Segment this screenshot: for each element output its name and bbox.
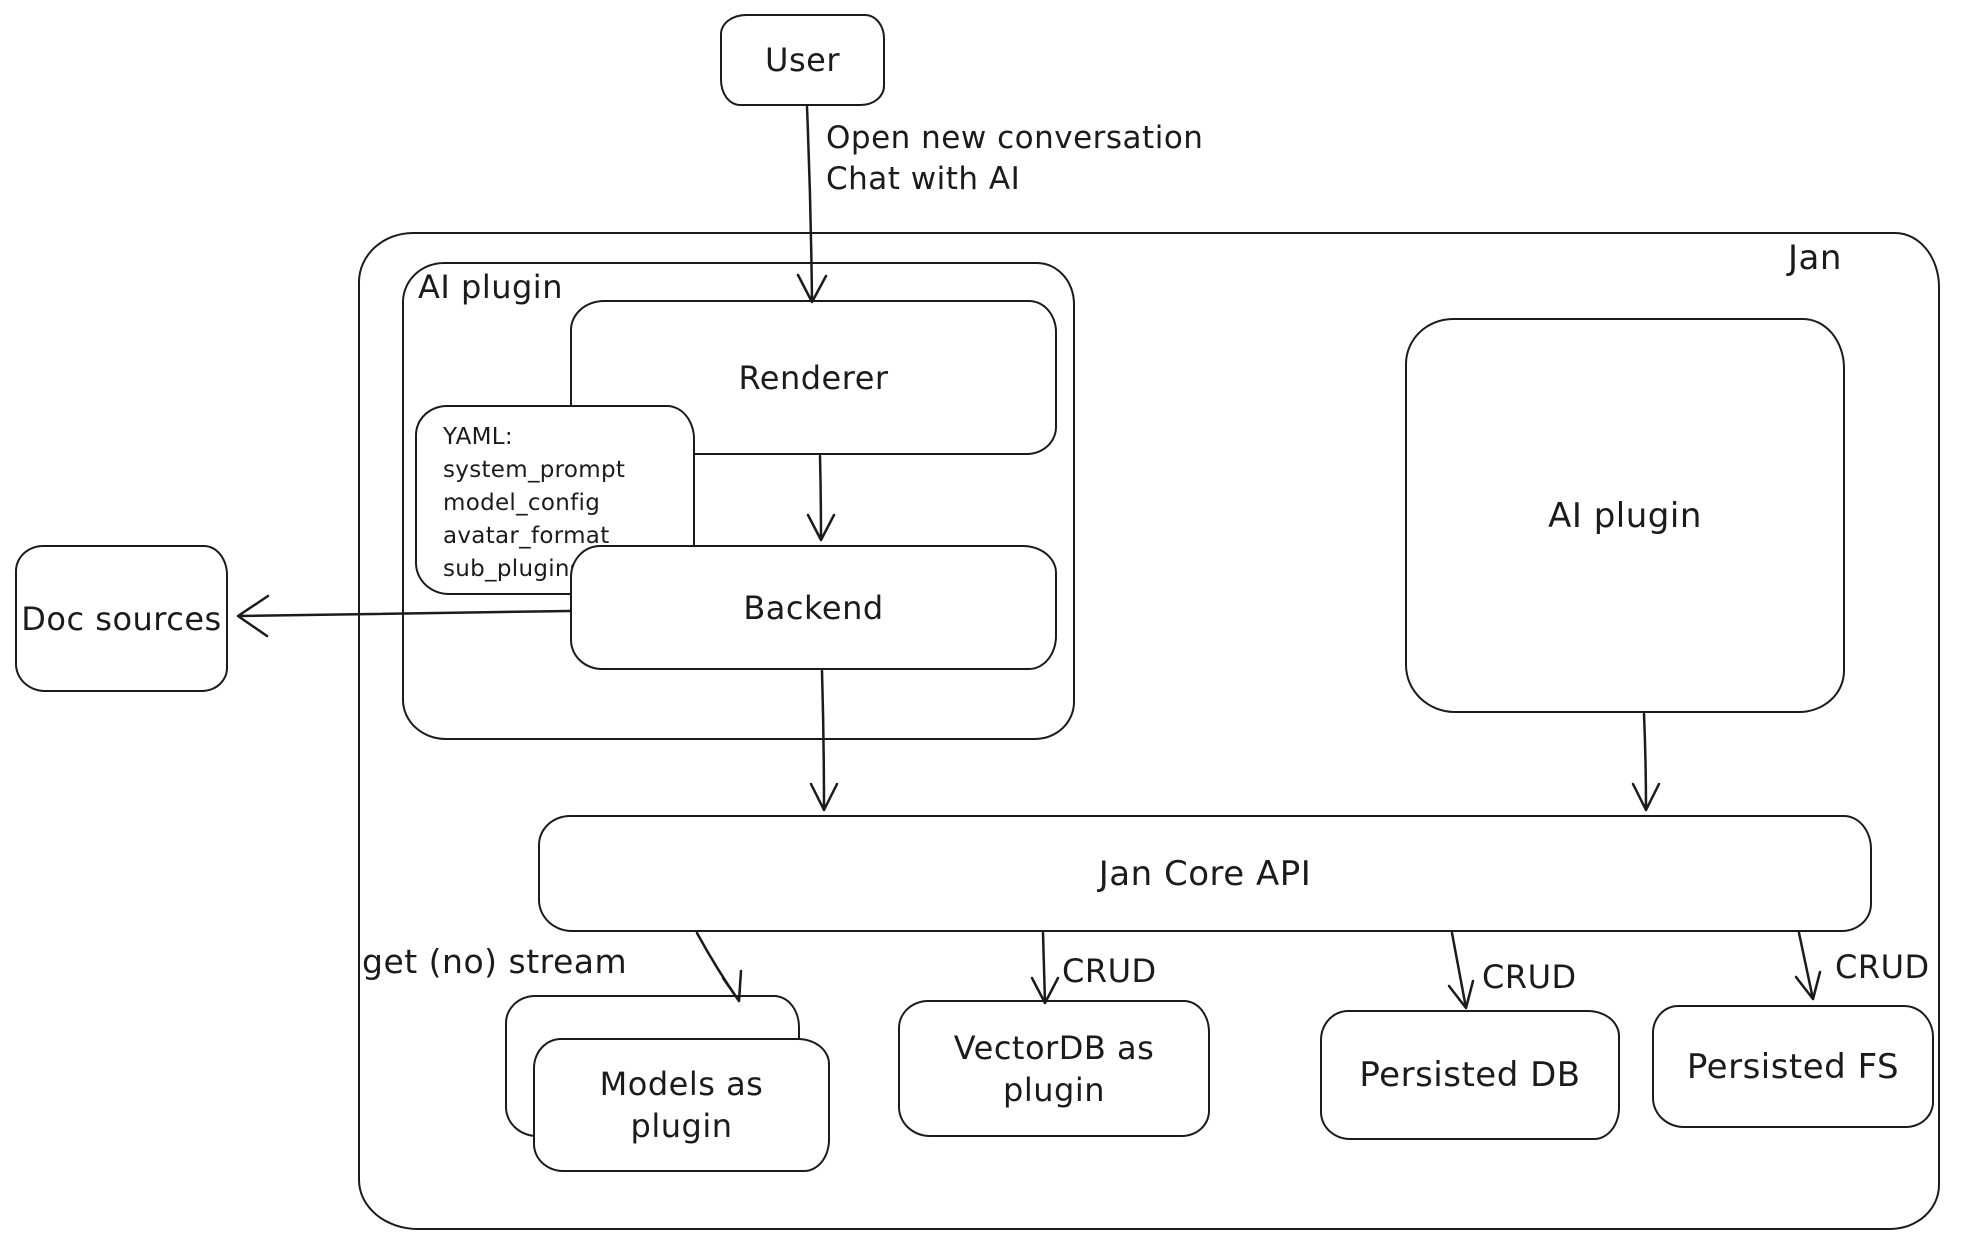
edge-label-user-flow-line1: Open new conversation <box>826 120 1204 156</box>
ai-plugin-left-container <box>402 262 1075 740</box>
edge-label-crud-persisted-fs: CRUD <box>1835 948 1930 986</box>
persisted-db-box: Persisted DB <box>1320 1010 1620 1140</box>
edge-label-user-flow-line2: Chat with AI <box>826 161 1021 197</box>
doc-sources-label: Doc sources <box>21 599 222 638</box>
jan-label: Jan <box>1788 238 1842 278</box>
yaml-note-line: sub_plugins <box>443 556 583 582</box>
doc-sources-box: Doc sources <box>15 545 228 692</box>
yaml-note-line: system_prompt <box>443 457 626 483</box>
backend-box: Backend <box>570 545 1057 670</box>
edge-label-get-no-stream: get (no) stream <box>362 942 628 981</box>
ai-plugin-right-box: AI plugin <box>1405 318 1845 713</box>
ai-plugin-left-label: AI plugin <box>418 268 563 306</box>
edge-label-crud-persisted-db: CRUD <box>1482 958 1577 996</box>
persisted-fs-label: Persisted FS <box>1686 1046 1900 1087</box>
yaml-note-line: model_config <box>443 490 601 516</box>
persisted-db-label: Persisted DB <box>1359 1055 1581 1095</box>
persisted-fs-box: Persisted FS <box>1652 1005 1934 1128</box>
edge-label-user-flow: Open new conversation Chat with AI <box>826 118 1203 200</box>
vectordb-box: VectorDB as plugin <box>898 1000 1210 1137</box>
backend-label: Backend <box>743 588 884 627</box>
user-box: User <box>720 14 885 106</box>
yaml-note-line: avatar_format <box>443 523 610 549</box>
jan-container <box>358 232 1940 1230</box>
ai-plugin-right-label: AI plugin <box>1548 495 1702 536</box>
renderer-label: Renderer <box>738 358 889 397</box>
edge-label-crud-vectordb: CRUD <box>1062 952 1157 990</box>
jan-core-api-box: Jan Core API <box>538 815 1872 932</box>
vectordb-label: VectorDB as plugin <box>953 1028 1155 1109</box>
jan-core-api-label: Jan Core API <box>1098 853 1312 894</box>
yaml-note-line: YAML: <box>443 424 513 450</box>
user-label: User <box>765 41 840 79</box>
models-box: Models as plugin <box>533 1038 830 1172</box>
models-label: Models as plugin <box>599 1065 764 1145</box>
